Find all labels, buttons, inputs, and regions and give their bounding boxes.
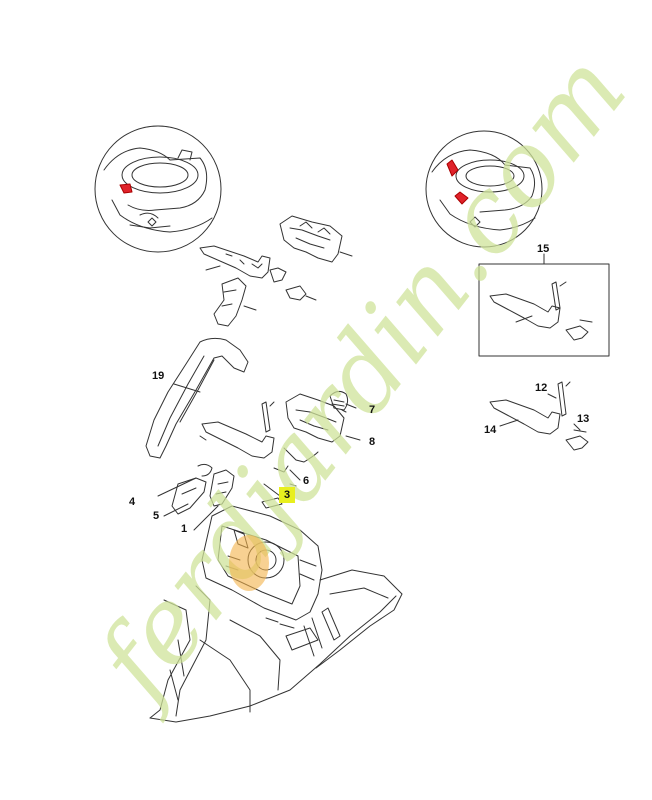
callout-5: 5: [153, 510, 160, 522]
leader-lines: [289, 409, 347, 487]
box-15: [478, 253, 610, 357]
part-3: [261, 497, 283, 509]
upper-trigger-assembly: [199, 215, 353, 327]
callout-13: 13: [577, 413, 590, 425]
parts-12-13-14: [489, 381, 589, 451]
callout-12: 12: [535, 382, 548, 394]
callout-7: 7: [369, 404, 376, 416]
main-housing: [149, 505, 403, 723]
detail-circle-right: [425, 130, 543, 248]
detail-circle-left: [94, 125, 222, 253]
callout-15: 15: [537, 243, 550, 255]
callout-1: 1: [181, 523, 188, 535]
part-19-handle: [145, 337, 249, 459]
middle-trigger-assembly: [199, 390, 361, 497]
parts-1-4-5: [157, 463, 235, 531]
callout-19: 19: [152, 370, 165, 382]
callout-6: 6: [303, 475, 310, 487]
callout-8: 8: [369, 436, 376, 448]
callout-4: 4: [129, 496, 136, 508]
callout-14: 14: [484, 424, 497, 436]
callout-3: 3: [279, 487, 296, 503]
